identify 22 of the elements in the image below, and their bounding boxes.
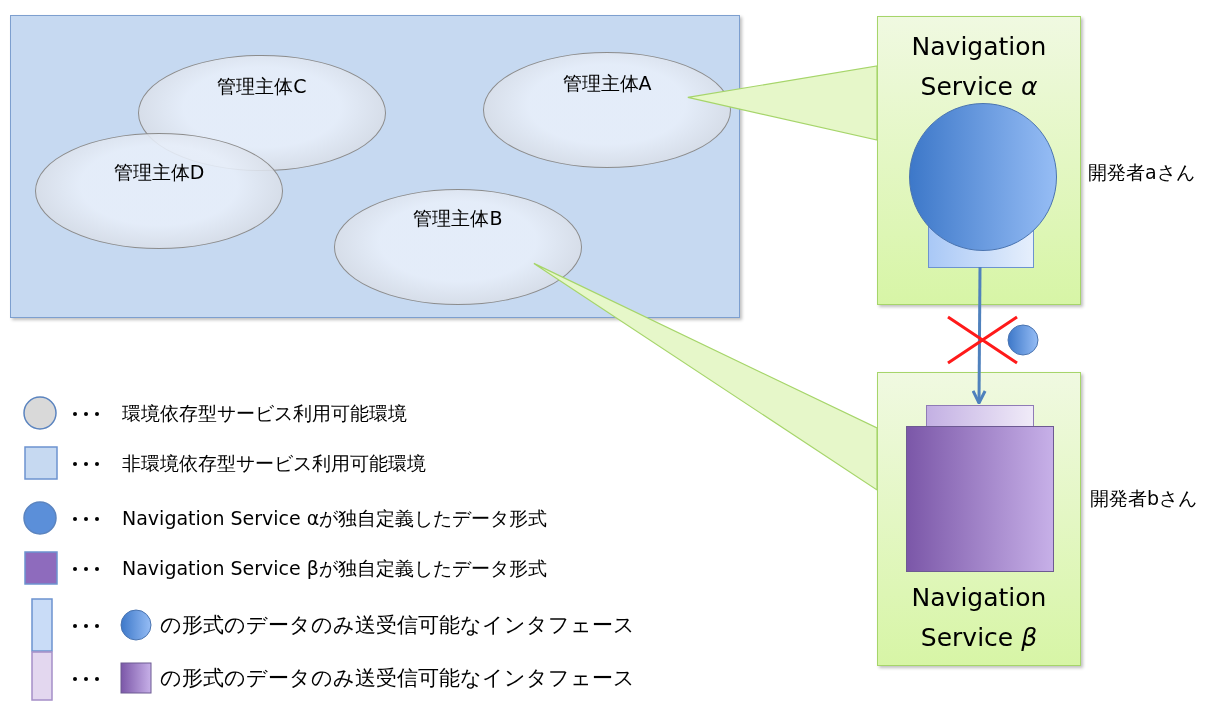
legend-text: 非環境依存型サービス利用可能環境 (122, 451, 426, 475)
environment-area (10, 15, 740, 318)
callout-box (877, 372, 1081, 666)
interface-rect (926, 405, 1034, 427)
node-label: 管理主体C (216, 74, 308, 99)
legend-text: 環境依存型サービス利用可能環境 (122, 401, 407, 425)
node-label: 管理主体B (412, 206, 504, 231)
arrow (971, 267, 987, 405)
callout-box (877, 16, 1081, 305)
legend-text: Navigation Service βが独自定義したデータ形式 (122, 556, 547, 580)
callout-pointer (687, 65, 878, 141)
developer-label: 開発者aさん (1088, 160, 1195, 185)
node-label: 管理主体A (561, 71, 653, 96)
callout-pointer (533, 262, 878, 492)
node-label: Navigation Service β (910, 582, 1048, 654)
data-square (906, 426, 1054, 572)
legend-text: Navigation Service αが独自定義したデータ形式 (122, 506, 548, 530)
legend-text: の形式のデータのみ送受信可能なインタフェース (160, 612, 635, 639)
developer-label: 開発者bさん (1090, 486, 1198, 511)
legend-text: の形式のデータのみ送受信可能なインタフェース (160, 665, 635, 692)
node-label: Navigation Service α (910, 31, 1048, 103)
node-label: 管理主体D (112, 160, 206, 185)
